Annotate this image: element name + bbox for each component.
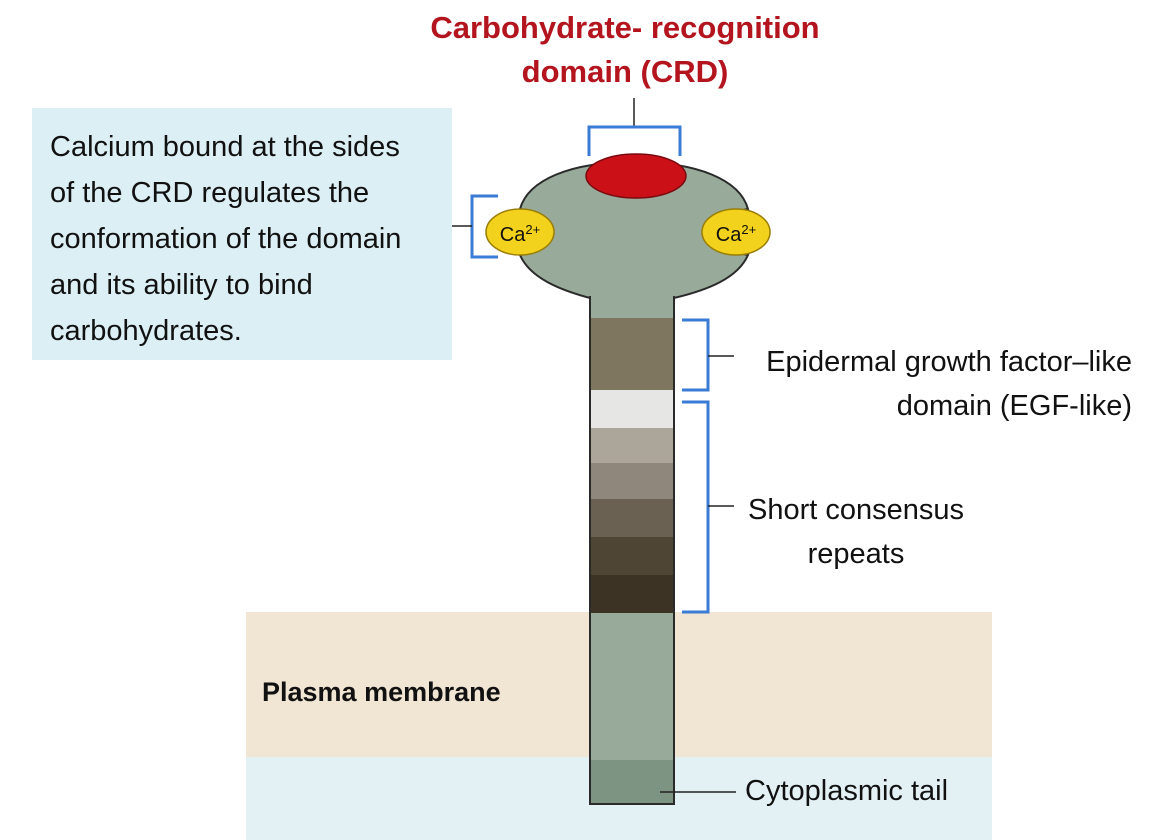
callout-line: and its ability to bind (50, 269, 313, 301)
egf-bracket (682, 318, 710, 392)
repeat-segment (590, 575, 674, 613)
repeat-segment (590, 537, 674, 575)
repeat-segment (590, 499, 674, 537)
ion-charge: 2+ (525, 222, 541, 237)
ion-charge: 2+ (741, 222, 757, 237)
egf-like-domain (590, 318, 674, 390)
crd-title-line2: domain (CRD) (521, 54, 729, 89)
crd-title: Carbohydrate- recognition domain (CRD) (395, 6, 855, 94)
cytoplasmic-tail-segment (590, 760, 674, 804)
stalk-neck (590, 296, 674, 318)
calcium-callout-text: Calcium bound at the sides of the CRD re… (50, 124, 445, 354)
plasma-membrane-label: Plasma membrane (262, 677, 501, 707)
calcium-ion-label-right: Ca2+ (701, 220, 771, 245)
carbohydrate-recognition-domain (585, 153, 687, 199)
callout-line: of the CRD regulates the (50, 177, 370, 209)
calcium-ion-right (701, 208, 771, 256)
egf-label-line1: Epidermal growth factor–like (766, 346, 1132, 378)
cytoplasmic-tail-label: Cytoplasmic tail (745, 775, 949, 807)
callout-line: carbohydrates. (50, 315, 242, 347)
transmembrane-segment (590, 613, 674, 760)
scr-label-line1: Short consensus (747, 494, 964, 526)
repeat-segment (590, 463, 674, 499)
calcium-callout-box (32, 108, 452, 360)
callout-line: Calcium bound at the sides (50, 131, 400, 163)
repeat-segment (590, 428, 674, 463)
calcium-ion-label-left: Ca2+ (485, 220, 555, 245)
crd-bracket (587, 125, 682, 156)
calcium-ion-left (485, 208, 555, 256)
scr-label: Short consensus repeats (740, 488, 972, 576)
repeat-segment (590, 390, 674, 428)
ion-symbol: Ca (499, 224, 526, 246)
ion-symbol: Ca (715, 224, 742, 246)
scr-bracket (682, 400, 710, 614)
crd-title-line1: Carbohydrate- recognition (430, 10, 820, 45)
egf-label-line2: domain (EGF-like) (896, 390, 1132, 422)
egf-label: Epidermal growth factor–like domain (EGF… (712, 340, 1132, 428)
scr-label-line2: repeats (807, 538, 905, 570)
callout-line: conformation of the domain (50, 223, 402, 255)
